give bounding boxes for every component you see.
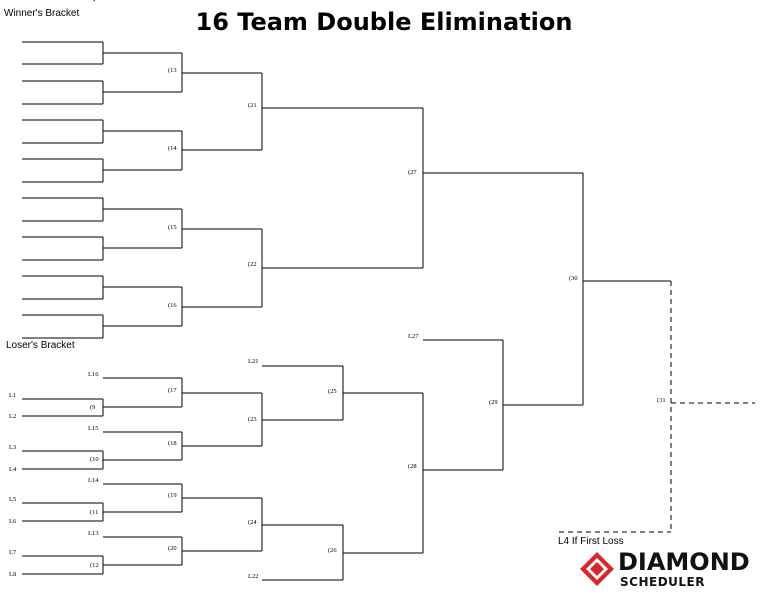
loser-entry-L6: L6 (9, 518, 17, 525)
winners-bracket-label: Winner's Bracket (4, 8, 80, 19)
loser-entry-L15: L15 (88, 425, 98, 432)
game-label-g7: (7 (93, 0, 99, 2)
game-label-g4: (4 (93, 0, 99, 2)
logo-word-diamond: DIAMOND (618, 548, 750, 576)
loser-entry-L14: L14 (88, 477, 99, 484)
if-first-loss-label: L4 If First Loss (558, 536, 624, 547)
game-label-g30: (30 (569, 275, 578, 282)
loser-entry-L16: L16 (88, 371, 99, 378)
game-label-g19: (19 (168, 492, 177, 499)
game-label-g21: (21 (248, 102, 257, 109)
loser-entry-L13: L13 (88, 530, 98, 537)
diamond-logo-icon (580, 552, 614, 586)
game-label-g1: (1 (93, 0, 98, 2)
game-label-g26: (26 (328, 547, 337, 554)
game-label-g2: (2 (93, 0, 98, 2)
diamond-scheduler-logo: DIAMOND SCHEDULER (578, 548, 768, 594)
game-label-g16: (16 (168, 302, 177, 309)
logo-word-scheduler: SCHEDULER (620, 575, 705, 589)
game-label-g31: (31 (657, 397, 666, 404)
loser-entry-L21: L21 (248, 358, 258, 365)
loser-entry-L1: L1 (9, 392, 16, 399)
game-label-g12: (12 (90, 562, 99, 569)
game-label-g17: (17 (168, 387, 177, 394)
game-label-g27: (27 (408, 169, 417, 176)
loser-entry-L2: L2 (9, 413, 16, 420)
game-label-g6: (6 (93, 0, 99, 2)
page-title: 16 Team Double Elimination (195, 8, 573, 36)
game-label-g29: (29 (489, 399, 498, 406)
game-label-g22: (22 (248, 261, 257, 268)
game-label-g15: (15 (168, 224, 177, 231)
game-label-g23: (23 (248, 416, 257, 423)
loser-entry-L8: L8 (9, 571, 16, 578)
game-label-g14: (14 (168, 145, 177, 152)
losers-bracket-label: Loser's Bracket (6, 340, 75, 351)
loser-entry-L3: L3 (9, 444, 16, 451)
loser-entry-L5: L5 (9, 496, 16, 503)
game-label-g5: (5 (93, 0, 98, 2)
loser-entry-L22: L22 (248, 573, 258, 580)
loser-entry-L4: L4 (9, 466, 17, 473)
loser-entry-L27: L27 (408, 333, 419, 340)
game-label-g20: (20 (168, 545, 177, 552)
game-label-g3: (3 (93, 0, 98, 2)
game-label-g28: (28 (408, 463, 417, 470)
game-label-g24: (24 (248, 519, 257, 526)
game-label-g11: (11 (90, 509, 98, 516)
game-label-g13: (13 (168, 67, 177, 74)
game-label-g9: (9 (90, 404, 95, 411)
game-label-g10: (10 (90, 456, 99, 463)
game-label-g18: (18 (168, 440, 177, 447)
loser-entry-L7: L7 (9, 549, 17, 556)
game-label-g8: (8 (93, 0, 98, 2)
game-label-g25: (25 (328, 388, 337, 395)
